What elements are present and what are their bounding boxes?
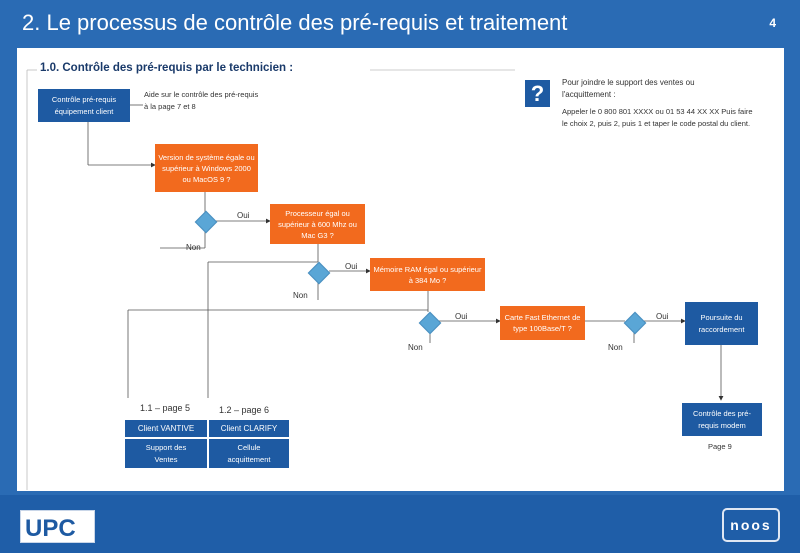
modem-check-box: Contrôle des pré-requis modem: [682, 403, 762, 436]
support-line4: le choix 2, puis 2, puis 1 et taper le c…: [562, 119, 751, 128]
upc-logo: UPC: [20, 510, 95, 543]
start-box: Contrôle pré-requis équipement client: [38, 89, 130, 122]
label-yes-1: Oui: [237, 211, 250, 220]
label-no-2: Non: [293, 291, 308, 300]
page-title: 2. Le processus de contrôle des pré-requ…: [22, 10, 568, 35]
os-question-box: Version de système égale ou supérieur à …: [155, 144, 258, 192]
cpu-question-box: Processeur égal ou supérieur à 600 Mhz o…: [270, 204, 365, 244]
label-yes-2: Oui: [345, 262, 358, 271]
label-yes-3: Oui: [455, 312, 468, 321]
ethernet-question-box: Carte Fast Ethernet de type 100Base/T ?: [500, 306, 585, 340]
upc-logo-text: UPC: [25, 515, 76, 542]
client-clarify-body: Cellule acquittement: [209, 439, 289, 468]
client-clarify-header: Client CLARIFY: [209, 420, 289, 437]
continue-box: Poursuite du raccordement: [685, 302, 758, 345]
footer-bar: [0, 495, 800, 553]
label-yes-4: Oui: [656, 312, 669, 321]
client-vantive-header: Client VANTIVE: [125, 420, 207, 437]
page-number: 4: [769, 16, 776, 30]
client-ref-2: 1.2 – page 6: [219, 405, 270, 415]
modem-page-ref: Page 9: [708, 442, 732, 451]
header-bar: 2. Le processus de contrôle des pré-requ…: [0, 0, 800, 48]
help-icon[interactable]: ?: [525, 80, 550, 107]
help-reference: Aide sur le contrôle des pré-requis à la…: [144, 90, 259, 111]
support-line3: Appeler le 0 800 801 XXXX ou 01 53 44 XX…: [562, 107, 753, 116]
client-ref-1: 1.1 – page 5: [140, 403, 191, 413]
support-line2: l'acquittement :: [562, 90, 616, 99]
label-no-1: Non: [186, 243, 201, 252]
support-line1: Pour joindre le support des ventes ou: [562, 78, 695, 87]
label-no-4: Non: [608, 343, 623, 352]
ram-question-box: Mémoire RAM égal ou supérieur à 384 Mo ?: [370, 258, 485, 291]
label-no-3: Non: [408, 343, 423, 352]
section-title: 1.0. Contrôle des pré-requis par le tech…: [37, 62, 297, 74]
noos-logo: noos: [722, 508, 780, 542]
client-vantive-body: Support des Ventes: [125, 439, 207, 468]
